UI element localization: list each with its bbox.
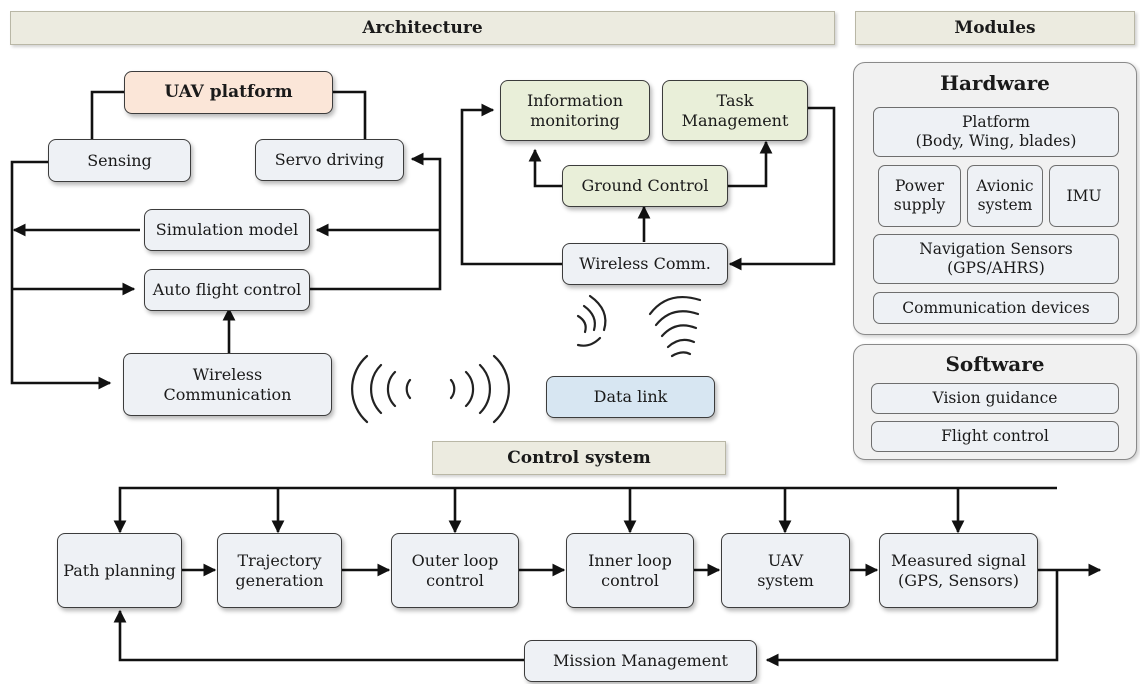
sensing-trunk-line	[10, 160, 112, 390]
outer-loop-control-box: Outer loop control	[391, 533, 519, 608]
data-link-box: Data link	[546, 376, 715, 418]
ground-to-task-arrow	[728, 140, 773, 188]
software-panel: Software Vision guidance Flight control	[853, 344, 1137, 460]
power-supply-module: Power supply	[878, 165, 961, 227]
hardware-title: Hardware	[940, 71, 1050, 95]
feedback-bus-line	[113, 486, 1057, 534]
mission-to-path-arrow	[113, 609, 524, 662]
wireless-comm-box: Wireless Comm.	[562, 243, 728, 285]
simulation-model-box: Simulation model	[144, 209, 310, 251]
information-monitoring-box: Information monitoring	[500, 80, 650, 141]
trajectory-generation-box: Trajectory generation	[217, 533, 342, 608]
mission-management-box: Mission Management	[524, 640, 757, 682]
ground-to-monitoring-arrow	[528, 148, 565, 188]
signal-to-mission-arrow	[765, 570, 1059, 667]
sensing-box: Sensing	[48, 139, 191, 182]
ground-control-box: Ground Control	[562, 165, 728, 207]
wifi-signal-icon	[576, 294, 702, 358]
software-title: Software	[945, 352, 1045, 376]
autoflight-to-servo-arrow	[307, 152, 442, 291]
inner-loop-control-box: Inner loop control	[566, 533, 694, 608]
communication-devices-module: Communication devices	[873, 292, 1119, 324]
task-management-box: Task Management	[662, 80, 808, 141]
vision-guidance-module: Vision guidance	[871, 383, 1119, 414]
avionic-system-module: Avionic system	[967, 165, 1043, 227]
uav-to-sensing-line	[90, 90, 125, 140]
measured-signal-box: Measured signal (GPS, Sensors)	[879, 533, 1038, 608]
flight-control-module: Flight control	[871, 421, 1119, 452]
hardware-panel: Hardware Platform (Body, Wing, blades) P…	[853, 62, 1137, 335]
imu-module: IMU	[1049, 165, 1119, 227]
task-to-wireless-arrow	[728, 106, 836, 271]
uav-to-servo-line	[333, 90, 367, 140]
navigation-sensors-module: Navigation Sensors (GPS/AHRS)	[873, 234, 1119, 284]
wireless-to-monitoring-arrow	[460, 103, 562, 266]
servo-driving-box: Servo driving	[255, 139, 404, 181]
uav-system-box: UAV system	[721, 533, 850, 608]
wireless-communication-box: Wireless Communication	[123, 353, 332, 416]
auto-flight-control-box: Auto flight control	[144, 269, 310, 311]
architecture-header: Architecture	[10, 11, 835, 45]
platform-module: Platform (Body, Wing, blades)	[873, 107, 1119, 157]
modules-header: Modules	[855, 11, 1135, 45]
control-system-header: Control system	[432, 441, 726, 475]
uav-platform-box: UAV platform	[124, 71, 333, 114]
radio-waves-icon	[351, 354, 510, 424]
path-planning-box: Path planning	[57, 533, 182, 608]
